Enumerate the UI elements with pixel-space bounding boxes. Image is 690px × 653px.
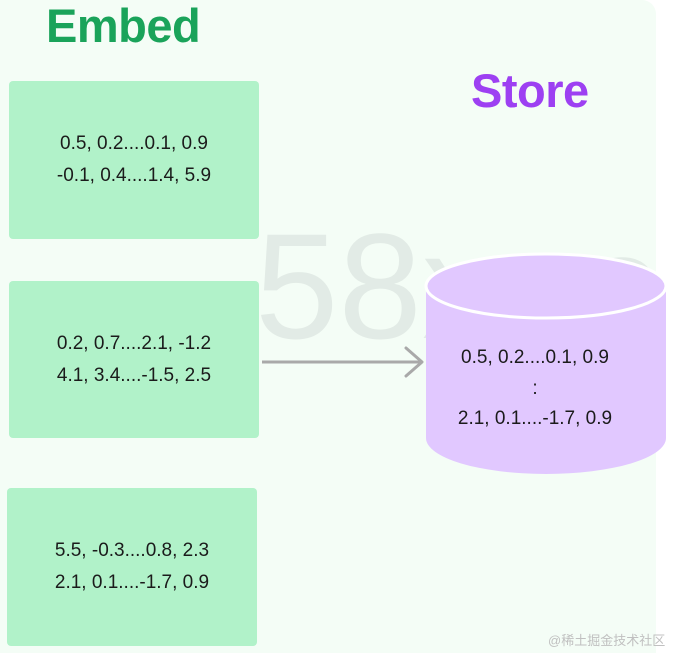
store-separator: : <box>532 378 538 399</box>
embed-box-2-line-2: 4.1, 3.4....-1.5, 2.5 <box>56 364 212 386</box>
store-title: Store <box>471 64 589 117</box>
credit-text: @稀土掘金技术社区 <box>548 633 666 648</box>
embed-box-3-line-1: 5.5, -0.3....0.8, 2.3 <box>54 540 210 561</box>
vector-store-cylinder-icon <box>424 252 668 474</box>
embed-box-1: 0.5, 0.2....0.1, 0.9 -0.1, 0.4....1.4, 5… <box>9 81 259 239</box>
embed-box-1-line-2: -0.1, 0.4....1.4, 5.9 <box>56 165 212 186</box>
embed-box-1-line-1: 0.5, 0.2....0.1, 0.9 <box>60 133 208 154</box>
embed-box-3: 5.5, -0.3....0.8, 2.3 2.1, 0.1....-1.7, … <box>7 488 257 646</box>
embed-box-2-line-1: 0.2, 0.7....2.1, -1.2 <box>56 332 212 354</box>
arrow-icon <box>262 346 424 378</box>
store-line-1: 0.5, 0.2....0.1, 0.9 <box>461 347 609 368</box>
embed-box-3-line-2: 2.1, 0.1....-1.7, 0.9 <box>54 572 210 593</box>
embed-box-2: 0.2, 0.7....2.1, -1.2 4.1, 3.4....-1.5, … <box>9 281 259 438</box>
embed-title: Embed <box>46 0 201 52</box>
store-line-2: 2.1, 0.1....-1.7, 0.9 <box>457 408 613 429</box>
